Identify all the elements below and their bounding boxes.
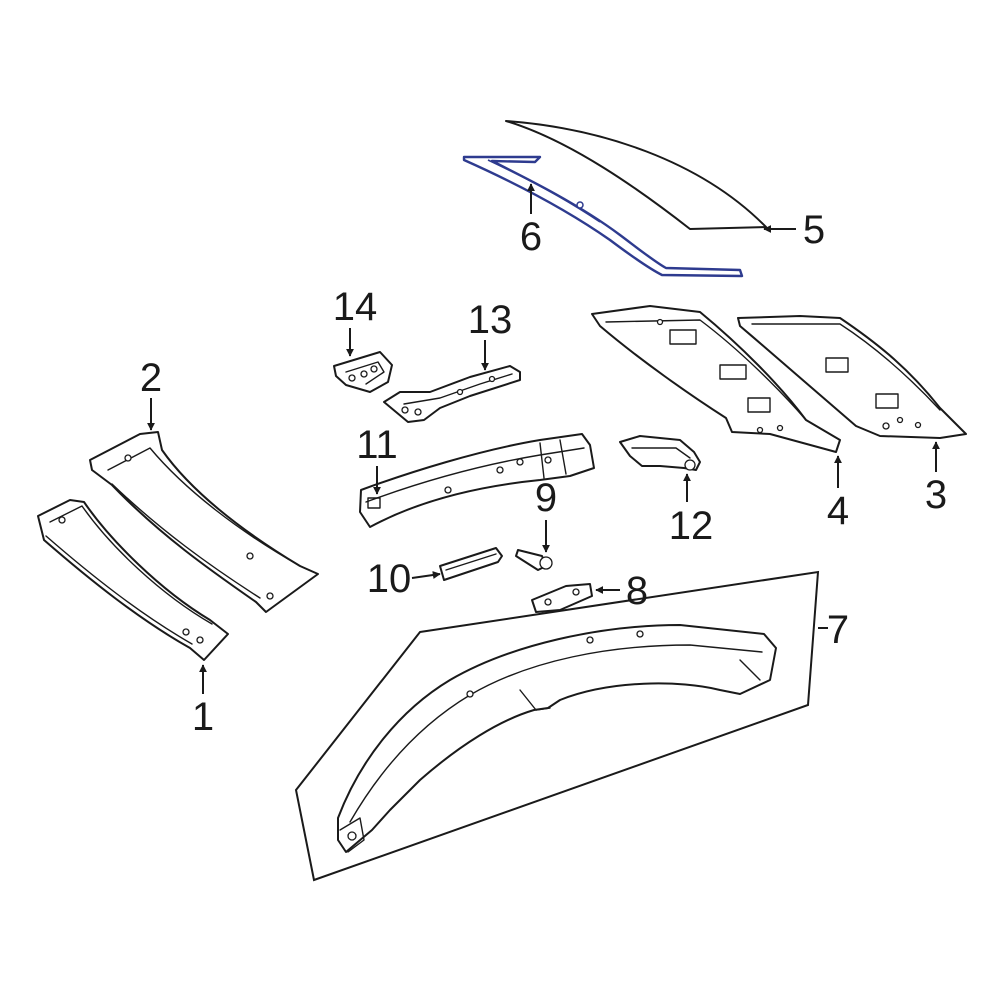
callout-4: 4 [827, 489, 849, 533]
callout-3: 3 [925, 473, 947, 517]
part-11-rear-rail[interactable] [359, 433, 595, 528]
callout-13: 13 [468, 298, 513, 342]
part-14-bracket[interactable] [333, 351, 393, 393]
callout-7: 7 [827, 608, 849, 652]
part-10-trim-strip[interactable] [439, 547, 503, 581]
part-2-crossmember[interactable] [89, 431, 319, 613]
callout-1: 1 [192, 695, 214, 739]
part-5-rear-glass[interactable] [505, 120, 767, 230]
callout-5: 5 [803, 208, 825, 252]
callout-labels: 1 2 3 4 5 6 7 8 9 10 11 12 13 14 [140, 208, 947, 739]
part-12-bracket[interactable] [619, 435, 701, 471]
callout-2: 2 [140, 356, 162, 400]
callout-8: 8 [626, 569, 648, 613]
part-9-fastener[interactable] [515, 549, 553, 571]
part-7-frame [294, 570, 820, 882]
callout-12: 12 [669, 504, 714, 548]
callout-6: 6 [520, 215, 542, 259]
part-13-reinforcement[interactable] [383, 365, 521, 423]
part-4-package-tray[interactable] [591, 305, 841, 453]
part-3-rear-panel[interactable] [737, 315, 967, 439]
callout-9: 9 [535, 476, 557, 520]
callout-14: 14 [333, 285, 378, 329]
leaders [147, 183, 940, 694]
part-7-wheelhouse[interactable] [337, 624, 777, 853]
leader-10 [411, 571, 441, 579]
callout-11: 11 [356, 423, 398, 467]
part-8-bracket[interactable] [531, 583, 593, 613]
callout-10: 10 [367, 557, 412, 601]
part-1-crossmember[interactable] [37, 499, 229, 661]
